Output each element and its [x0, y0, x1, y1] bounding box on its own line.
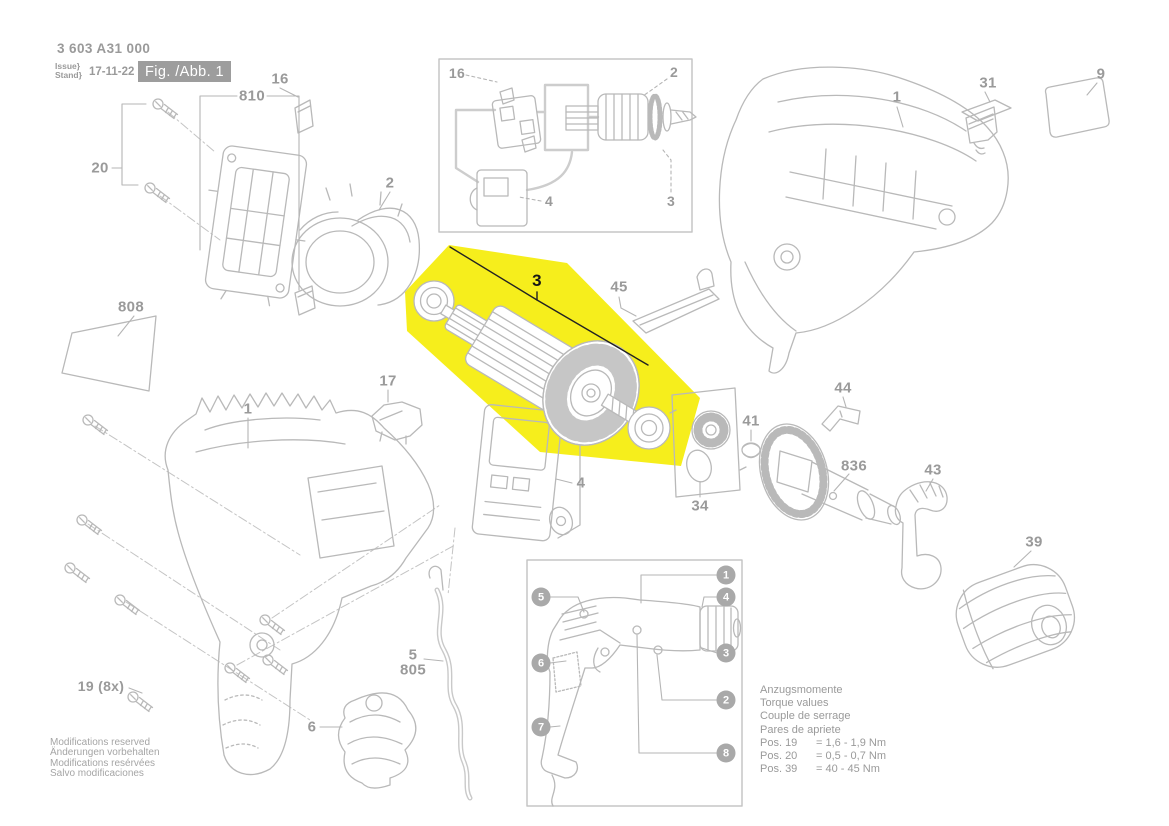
document-part-number: 3 603 A31 000	[57, 41, 151, 56]
part-label-20: 20	[91, 159, 109, 177]
brace-glyph: }	[76, 61, 81, 71]
part-label-45: 45	[610, 278, 628, 296]
selector-drawing	[632, 268, 720, 334]
inset-label-3: 3	[666, 193, 676, 209]
issue-word: Issue	[55, 61, 77, 71]
torque-note: Anzugsmomente Torque values Couple de se…	[760, 684, 886, 776]
nameplate-drawing	[61, 315, 157, 392]
part-label-9: 9	[1096, 65, 1106, 83]
callout-circle-3: 3	[716, 643, 736, 663]
armature-leader	[449, 246, 649, 366]
housing-left-drawing	[164, 392, 435, 776]
callout-circle-5: 5	[531, 587, 551, 607]
overview-inset	[526, 559, 743, 807]
torque-pos: Pos. 20	[760, 750, 798, 763]
torque-row: Pos. 19 = 1,6 - 1,9 Nm	[760, 737, 886, 750]
modifications-note: Modifications reserved Änderungen vorbeh…	[50, 737, 160, 779]
callout-circle-8: 8	[716, 743, 736, 763]
chuck-drawing	[955, 564, 1076, 670]
issue-stand-label: Issue} Stand}	[55, 62, 82, 80]
modifications-line-de: Änderungen vorbehalten	[50, 747, 160, 759]
part-label-808: 808	[118, 298, 144, 316]
bracket-drawing	[371, 401, 423, 445]
stand-word: Stand	[55, 70, 79, 80]
assembly-axes	[87, 111, 456, 721]
brace-glyph: }	[78, 70, 82, 80]
wiring-inset	[438, 58, 697, 233]
callout-circle-6: 6	[531, 653, 551, 673]
torque-title-en: Torque values	[760, 697, 829, 710]
inset-label-4: 4	[544, 193, 554, 209]
leader-lines	[111, 74, 1098, 754]
gear-spindle-drawing	[758, 423, 901, 526]
brush-plate-drawing	[204, 99, 316, 316]
part-label-41: 41	[742, 412, 760, 430]
part-label-810: 810	[239, 87, 265, 105]
part-label-19: 19 (8x)	[77, 678, 125, 694]
callout-circle-2: 2	[716, 690, 736, 710]
label-plate-drawing	[1044, 77, 1110, 138]
housing-right-drawing	[718, 66, 1009, 374]
inset-label-16: 16	[448, 65, 466, 81]
bearing-plate-drawing	[669, 387, 747, 498]
part-label-4: 4	[576, 474, 586, 492]
part-label-805: 805	[400, 661, 426, 679]
modifications-line-fr: Modifications resérvées	[50, 757, 156, 769]
torque-value: = 0,5 - 0,7 Nm	[816, 750, 887, 763]
modifications-line-es: Salvo modificaciones	[50, 767, 144, 779]
callout-circle-7: 7	[531, 717, 551, 737]
part-label-1-right: 1	[892, 88, 902, 106]
part-label-6: 6	[307, 718, 317, 736]
grommet-drawing	[337, 692, 417, 789]
armature-drawing	[413, 280, 671, 450]
part-label-34: 34	[691, 497, 709, 515]
spring-drawing	[741, 442, 761, 459]
inset-label-2: 2	[669, 64, 679, 80]
stator-drawing	[291, 183, 420, 307]
screws	[64, 98, 289, 713]
torque-value: = 40 - 45 Nm	[816, 763, 880, 776]
part-label-17: 17	[379, 372, 397, 390]
cord-drawing	[428, 565, 473, 801]
part-label-5: 5	[408, 646, 418, 664]
lever-drawing	[821, 405, 861, 432]
torque-row: Pos. 20 = 0,5 - 0,7 Nm	[760, 750, 886, 763]
switch-drawing	[471, 404, 581, 542]
torque-row: Pos. 39 = 40 - 45 Nm	[760, 763, 886, 776]
modifications-line-en: Modifications reserved	[50, 737, 151, 748]
torque-value: = 1,6 - 1,9 Nm	[816, 736, 887, 749]
figure-badge: Fig. /Abb. 1	[138, 61, 231, 82]
part-label-44: 44	[834, 379, 852, 397]
callout-circle-4: 4	[716, 587, 736, 607]
part-label-43: 43	[924, 461, 942, 479]
torque-title-de: Anzugsmomente	[760, 684, 843, 696]
part-label-836: 836	[841, 457, 867, 475]
clip-drawing	[894, 481, 948, 590]
part-label-3-highlighted: 3	[532, 271, 542, 290]
part-label-2: 2	[385, 174, 395, 192]
callout-circle-1: 1	[716, 565, 736, 585]
part-label-16: 16	[271, 70, 289, 88]
torque-title-fr: Couple de serrage	[760, 710, 851, 723]
button-drawing	[961, 99, 1012, 155]
part-label-31: 31	[979, 74, 997, 92]
issue-date: 17-11-22	[89, 66, 135, 78]
part-label-39: 39	[1025, 533, 1043, 551]
torque-pos: Pos. 19	[760, 736, 798, 749]
torque-title-es: Pares de apriete	[760, 723, 841, 736]
part-label-1-left: 1	[243, 400, 253, 418]
torque-pos: Pos. 39	[760, 763, 798, 776]
